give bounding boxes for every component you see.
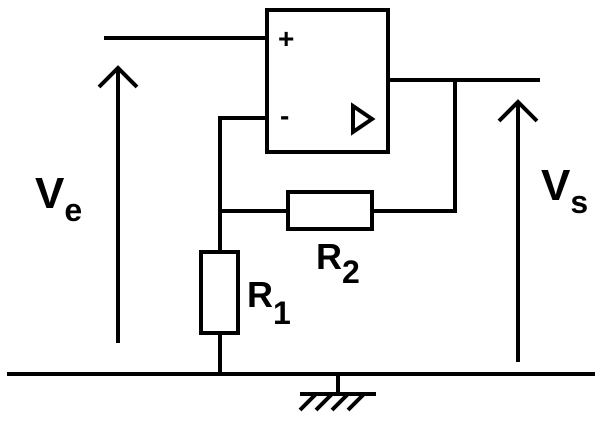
ve-label-main: V	[35, 169, 65, 218]
opamp-plus-sign: +	[278, 23, 294, 54]
resistor-r1	[199, 250, 240, 335]
resistor-r2	[286, 190, 374, 231]
feedback-wire-right	[372, 80, 457, 213]
r1-label-main: R	[247, 274, 273, 315]
r2-label-main: R	[316, 236, 342, 277]
opamp-body	[265, 8, 390, 154]
r1-label: R1	[247, 274, 291, 331]
vs-label-subscript: s	[570, 184, 588, 220]
ve-voltage-arrow	[97, 65, 139, 343]
ground-icon	[298, 374, 376, 412]
opamp-triangle-symbol	[351, 102, 376, 136]
opamp-minus-sign: -	[280, 100, 289, 131]
r1-label-subscript: 1	[273, 295, 291, 331]
input-minus-wire	[218, 116, 267, 252]
vs-voltage-arrow	[497, 99, 539, 362]
vs-label-main: V	[541, 161, 571, 210]
r2-label: R2	[316, 236, 360, 290]
vs-label: Vs	[541, 161, 588, 220]
ve-label-subscript: e	[64, 192, 82, 228]
ve-label: Ve	[35, 169, 82, 228]
r2-label-subscript: 2	[342, 254, 360, 290]
